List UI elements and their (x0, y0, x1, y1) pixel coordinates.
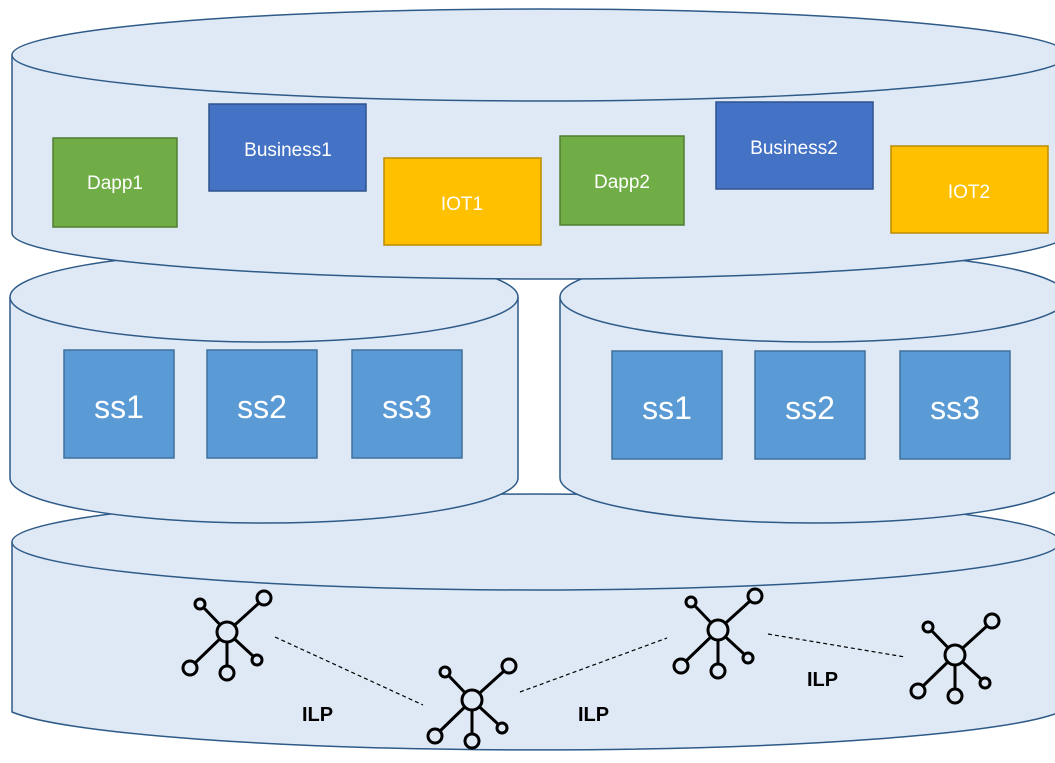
service-box-label: ss1 (642, 390, 692, 426)
app-box-rect (52, 137, 178, 228)
service-box-label: ss3 (930, 390, 980, 426)
network-node-icon (181, 589, 273, 682)
bottom-cylinder (11, 493, 1055, 751)
service-box-rect (899, 350, 1011, 460)
ilp-link-3 (767, 633, 906, 658)
service-box-right-ss2: ss2 (754, 350, 866, 460)
service-box-rect (63, 349, 175, 459)
service-box-rect (754, 350, 866, 460)
app-box-rect (559, 135, 685, 226)
app-box-rect (383, 157, 542, 246)
app-box-dapp1: Dapp1 (52, 137, 178, 228)
app-box-business2: Business2 (715, 101, 874, 190)
app-box-iot2: IOT2 (890, 145, 1049, 234)
app-box-dapp2: Dapp2 (559, 135, 685, 226)
app-box-iot1: IOT1 (383, 157, 542, 246)
app-box-rect (715, 101, 874, 190)
service-box-left-ss3: ss3 (351, 349, 463, 459)
ilp-label-3: ILP (807, 669, 838, 691)
app-box-rect (890, 145, 1049, 234)
service-box-label: ss3 (382, 389, 432, 425)
app-box-business1: Business1 (208, 103, 367, 192)
app-box-rect (208, 103, 367, 192)
app-box-label: Dapp1 (87, 173, 143, 194)
network-node-icon (426, 657, 518, 750)
ilp-link-2 (519, 637, 668, 693)
ilp-link-1 (274, 636, 424, 706)
ilp-label-2: ILP (578, 704, 609, 726)
service-box-right-ss1: ss1 (611, 350, 723, 460)
network-node-icon (672, 587, 764, 680)
service-box-rect (206, 349, 318, 459)
app-box-label: IOT2 (948, 182, 990, 203)
service-box-rect (351, 349, 463, 459)
app-box-label: IOT1 (441, 194, 483, 215)
app-box-label: Business2 (750, 138, 838, 159)
service-box-right-ss3: ss3 (899, 350, 1011, 460)
app-box-label: Dapp2 (594, 172, 650, 193)
ilp-label-1: ILP (302, 704, 333, 726)
service-box-label: ss2 (785, 390, 835, 426)
service-box-label: ss1 (94, 389, 144, 425)
service-box-left-ss1: ss1 (63, 349, 175, 459)
service-box-label: ss2 (237, 389, 287, 425)
network-node-icon (909, 612, 1001, 705)
service-box-left-ss2: ss2 (206, 349, 318, 459)
service-box-rect (611, 350, 723, 460)
app-box-label: Business1 (244, 140, 332, 161)
